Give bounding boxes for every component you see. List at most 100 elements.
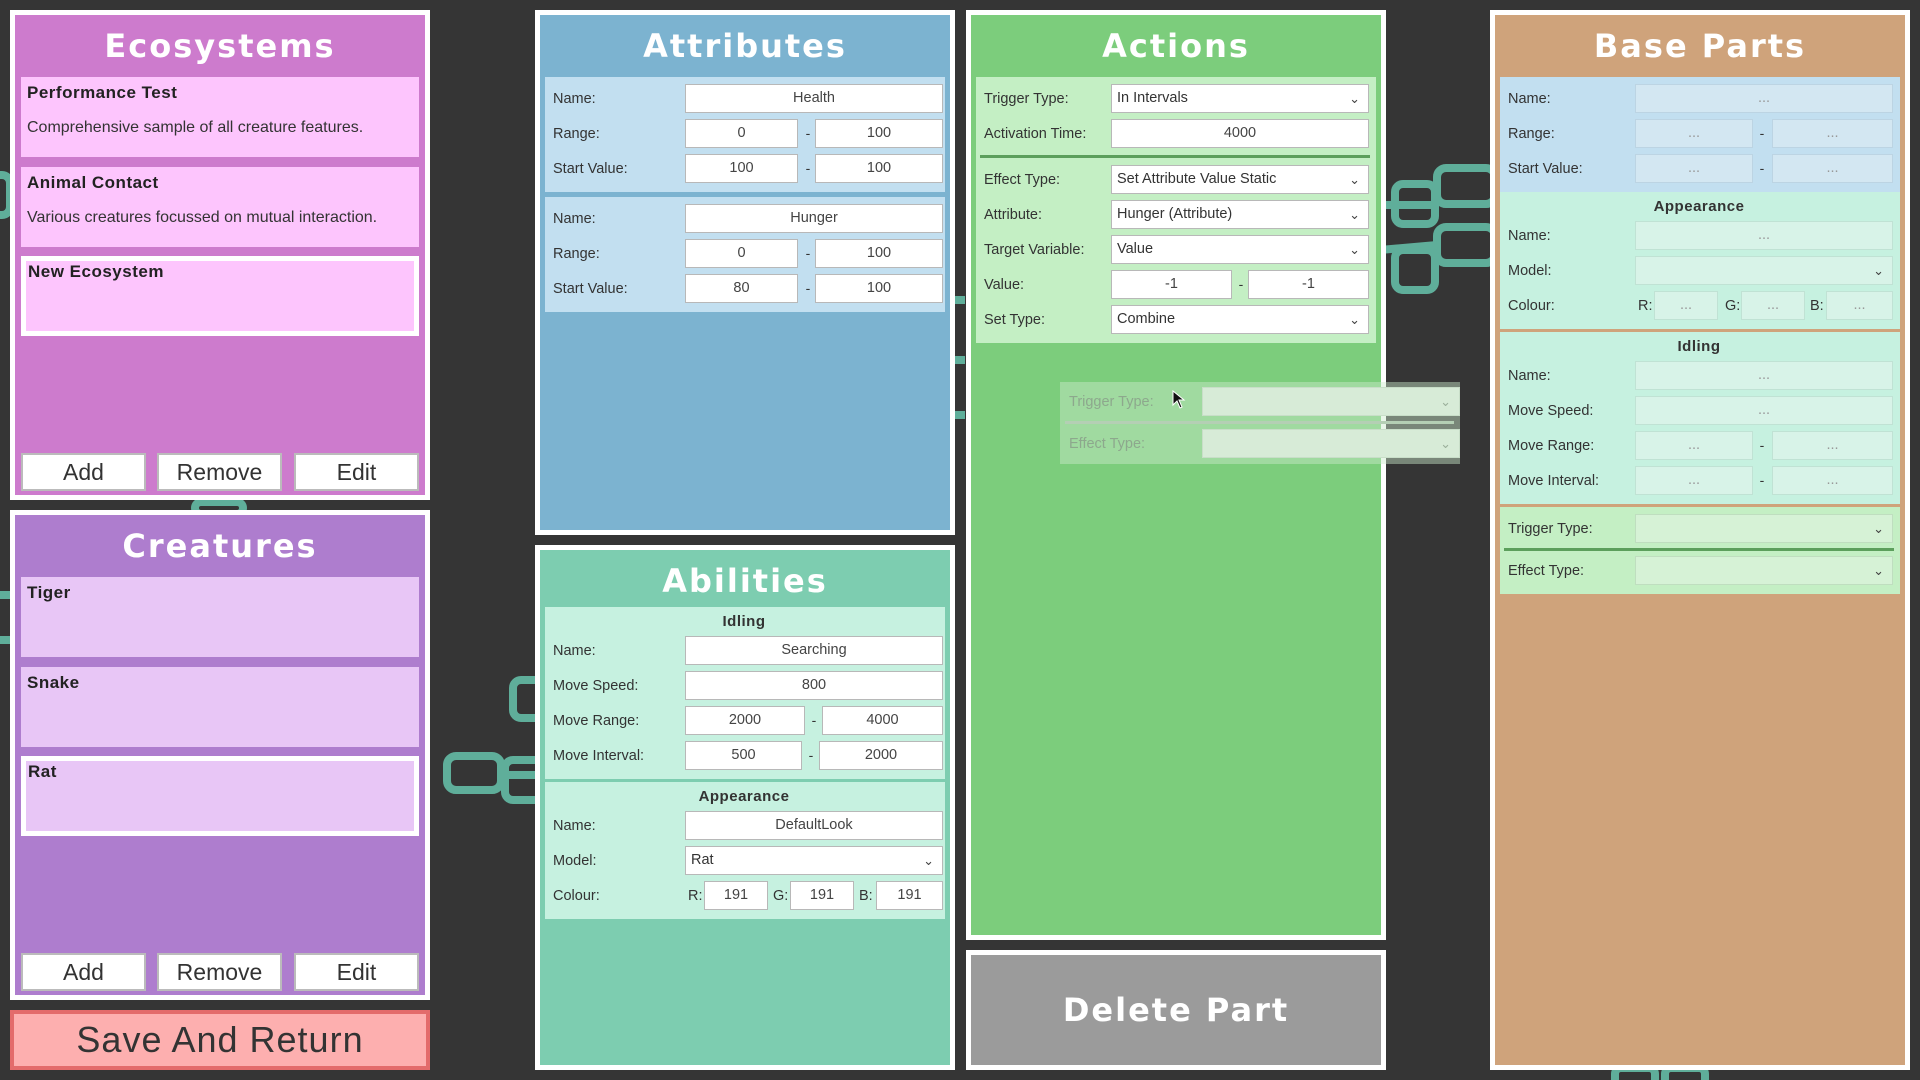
attr-range-min-input[interactable]: 0 [685,239,798,268]
base-idling-template[interactable]: Idling Name: ... Move Speed: ... Move Ra… [1500,332,1900,504]
dash: - [808,747,814,763]
move-range-label: Move Range: [553,712,640,729]
attr-start-min-input[interactable]: 80 [685,274,798,303]
dash: - [1238,276,1244,292]
delete-part-button[interactable]: Delete Part [966,950,1386,1070]
actions-panel: Actions Trigger Type: In Intervals ⌄ Act… [966,10,1386,940]
chevron-down-icon: ⌄ [1349,91,1360,106]
bp-idling-title: Idling [1677,338,1721,355]
bp-trigger-label: Trigger Type: [1508,520,1593,537]
attributes-title: Attributes [643,27,847,65]
set-type-select[interactable]: Combine ⌄ [1111,305,1369,334]
base-parts-panel: Base Parts Name: ... Range: ... - ... St… [1490,10,1910,1070]
move-range-max-input[interactable]: 4000 [822,706,943,735]
attr-range-max-input[interactable]: 100 [815,239,943,268]
attribute-label: Attribute: [984,206,1043,223]
attr-start-max-input[interactable]: 100 [815,154,943,183]
idle-name-label: Name: [553,642,596,659]
r-label: R: [1638,297,1653,314]
creature-name: Rat [28,762,57,781]
creature-item[interactable]: Snake [21,667,419,747]
ecosystem-item[interactable]: Performance Test Comprehensive sample of… [21,77,419,157]
ecosystem-desc: Comprehensive sample of all creature fea… [27,119,364,136]
colour-label: Colour: [553,887,600,904]
bp-colour-g-input: ... [1741,291,1805,320]
base-action-template[interactable]: Trigger Type: ⌄ Effect Type: ⌄ [1500,507,1900,594]
attr-start-min-input[interactable]: 100 [685,154,798,183]
idling-card: Idling Name: Searching Move Speed: 800 M… [545,607,945,779]
attr-start-label: Start Value: [553,280,628,297]
divider [1504,548,1894,551]
move-range-min-input[interactable]: 2000 [685,706,805,735]
base-attribute-template[interactable]: Name: ... Range: ... - ... Start Value: … [1500,77,1900,192]
creature-item-selected[interactable]: Rat [21,756,419,836]
ecosystem-edit-button[interactable]: Edit [294,453,419,491]
dash: - [805,245,811,261]
creatures-panel: Creatures Tiger Snake Rat Add Remove Edi… [10,510,430,1000]
bp-model-label: Model: [1508,262,1552,279]
attributes-panel: Attributes Name: Health Range: 0 - 100 S… [535,10,955,535]
attr-name-input[interactable]: Health [685,84,943,113]
creature-add-button[interactable]: Add [21,953,146,991]
value-max-input[interactable]: -1 [1248,270,1369,299]
move-interval-max-input[interactable]: 2000 [819,741,943,770]
ecosystem-add-button[interactable]: Add [21,453,146,491]
value-min-input[interactable]: -1 [1111,270,1232,299]
colour-g-input[interactable]: 191 [790,881,854,910]
trigger-type-label: Trigger Type: [984,90,1069,107]
attr-start-max-input[interactable]: 100 [815,274,943,303]
abilities-title: Abilities [662,562,828,600]
ecosystem-name: Performance Test [27,83,178,102]
attr-range-min-input[interactable]: 0 [685,119,798,148]
creature-item[interactable]: Tiger [21,577,419,657]
chevron-down-icon: ⌄ [1349,312,1360,327]
ghost-trigger-select[interactable]: ⌄ [1202,387,1460,416]
idle-name-input[interactable]: Searching [685,636,943,665]
bp-move-range-min-input: ... [1635,431,1753,460]
colour-r-input[interactable]: 191 [704,881,768,910]
ecosystem-name: Animal Contact [27,173,159,192]
move-speed-input[interactable]: 800 [685,671,943,700]
dragged-action-ghost[interactable]: Trigger Type: ⌄ Effect Type: ⌄ [1060,382,1460,464]
attr-name-input[interactable]: Hunger [685,204,943,233]
creature-remove-button[interactable]: Remove [157,953,282,991]
model-select[interactable]: Rat ⌄ [685,846,943,875]
bp-start-max-input: ... [1772,154,1893,183]
move-interval-min-input[interactable]: 500 [685,741,802,770]
b-label: B: [1810,297,1824,314]
attribute-select[interactable]: Hunger (Attribute) ⌄ [1111,200,1369,229]
appearance-name-label: Name: [553,817,596,834]
bp-start-label: Start Value: [1508,160,1583,177]
b-label: B: [859,887,873,904]
chevron-down-icon: ⌄ [923,853,934,868]
bp-idle-name-label: Name: [1508,367,1551,384]
ghost-trigger-label: Trigger Type: [1069,393,1154,410]
target-variable-label: Target Variable: [984,241,1085,258]
value-label: Value: [984,276,1025,293]
target-variable-select[interactable]: Value ⌄ [1111,235,1369,264]
set-type-label: Set Type: [984,311,1045,328]
trigger-type-select[interactable]: In Intervals ⌄ [1111,84,1369,113]
ecosystem-remove-button[interactable]: Remove [157,453,282,491]
effect-type-select[interactable]: Set Attribute Value Static ⌄ [1111,165,1369,194]
effect-type-label: Effect Type: [984,171,1061,188]
ecosystem-item-selected[interactable]: New Ecosystem [21,256,419,336]
ghost-effect-select[interactable]: ⌄ [1202,429,1460,458]
model-value: Rat [691,852,714,868]
chevron-down-icon: ⌄ [1873,263,1884,278]
activation-time-input[interactable]: 4000 [1111,119,1369,148]
attr-range-max-input[interactable]: 100 [815,119,943,148]
creature-edit-button[interactable]: Edit [294,953,419,991]
save-and-return-button[interactable]: Save And Return [10,1010,430,1070]
attr-start-label: Start Value: [553,160,628,177]
dash: - [811,712,817,728]
appearance-name-input[interactable]: DefaultLook [685,811,943,840]
base-appearance-template[interactable]: Appearance Name: ... Model: ⌄ Colour: R:… [1500,192,1900,329]
bp-appearance-name-input: ... [1635,221,1893,250]
colour-b-input[interactable]: 191 [876,881,943,910]
bp-move-range-max-input: ... [1772,431,1893,460]
g-label: G: [1725,297,1741,314]
dash: - [1759,472,1765,488]
ecosystem-item[interactable]: Animal Contact Various creatures focusse… [21,167,419,247]
bp-colour-r-input: ... [1654,291,1718,320]
